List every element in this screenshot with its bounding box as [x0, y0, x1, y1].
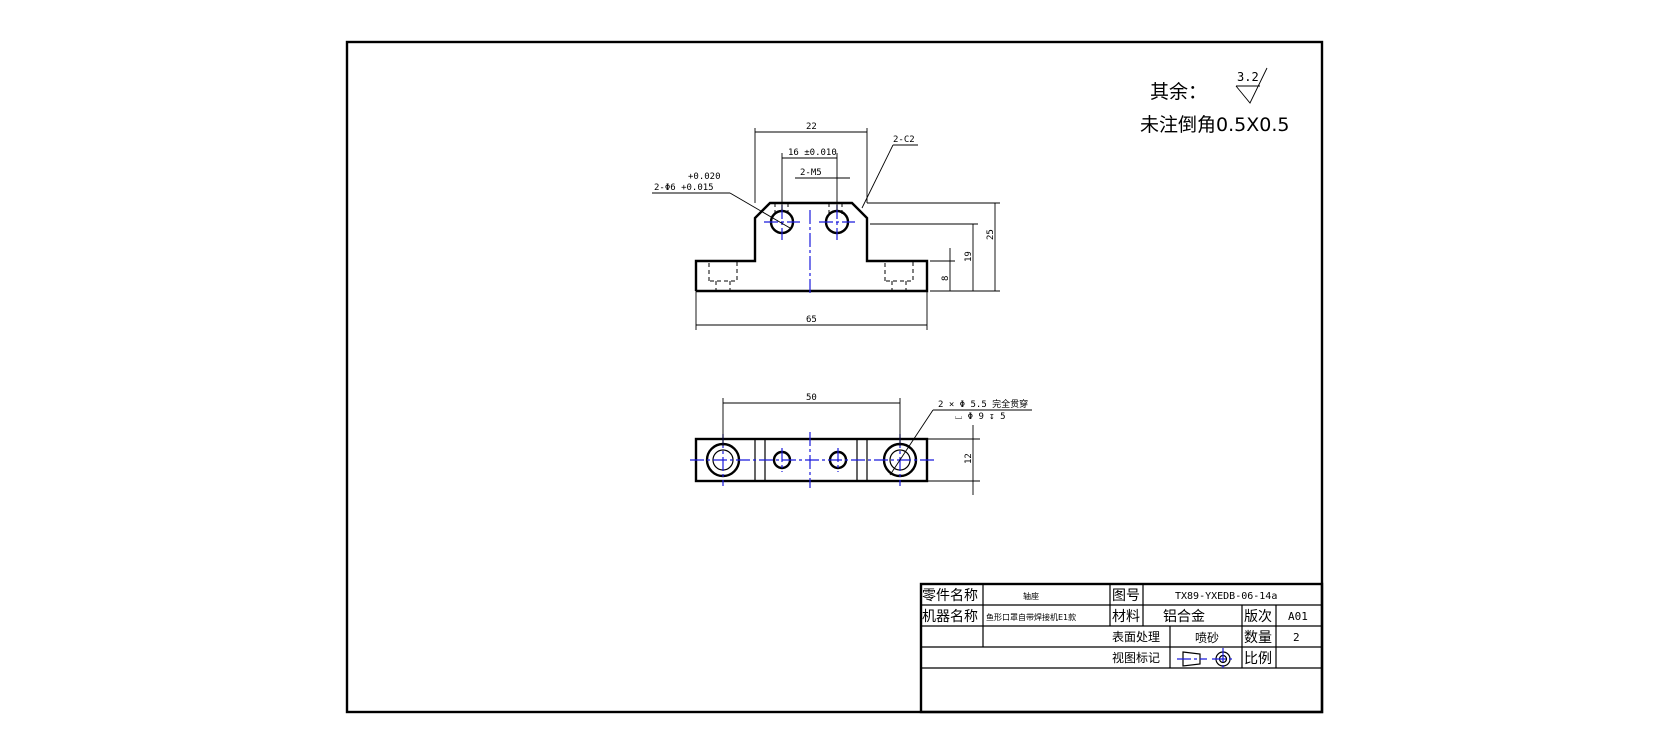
tb-revision: A01 — [1288, 610, 1308, 623]
chamfer-note: 未注倒角0.5X0.5 — [1140, 114, 1289, 136]
tb-revision-label: 版次 — [1244, 609, 1272, 625]
tb-drawing-no-label: 图号 — [1112, 588, 1140, 604]
dim-thread: 2-M5 — [800, 168, 822, 178]
notes-block: 其余： 3.2 未注倒角0.5X0.5 — [1140, 67, 1289, 136]
dim-height-base: 8 — [941, 276, 951, 281]
dim-width-top: 22 — [806, 122, 817, 132]
front-view: 22 16 ±0.010 2-M5 2-C2 +0.020 2-Φ6 +0.01… — [652, 122, 1000, 330]
sheet-border — [345, 40, 1324, 714]
hidden-counterbore-left — [708, 260, 738, 282]
tb-drawing-no: TX89-YXEDB-06-14a — [1175, 591, 1277, 602]
tb-machine-name-label: 机器名称 — [922, 609, 978, 625]
dim-bore-label: 2-Φ6 +0.015 — [654, 183, 714, 193]
tb-material-label: 材料 — [1112, 609, 1140, 625]
dim-bore-tolerance-upper: +0.020 — [688, 172, 721, 182]
tb-quantity-label: 数量 — [1244, 630, 1272, 646]
tb-surface: 喷砂 — [1195, 631, 1219, 645]
dim-chamfer: 2-C2 — [893, 135, 915, 145]
dim-height-hole: 19 — [964, 251, 974, 262]
dim-width-base: 65 — [806, 315, 817, 325]
roughness-symbol-icon — [1235, 67, 1268, 104]
dim-counterbore-line1: 2 × Φ 5.5 完全贯穿 — [938, 398, 1028, 410]
dim-height-total: 25 — [986, 229, 996, 240]
dim-hole-spacing: 16 ±0.010 — [788, 148, 837, 158]
roughness-value: 3.2 — [1237, 70, 1259, 84]
dim-hole-pitch: 50 — [806, 393, 817, 403]
top-view: 50 2 × Φ 5.5 完全贯穿 ⌴ Φ 9 ↧ 5 12 — [690, 393, 1032, 495]
tb-view-mark-label: 视图标记 — [1112, 650, 1160, 665]
tb-quantity: 2 — [1293, 631, 1300, 644]
tb-material: 铝合金 — [1163, 609, 1205, 625]
tb-part-name: 轴座 — [1023, 591, 1039, 601]
projection-symbol-icon — [1177, 648, 1234, 670]
dim-counterbore-line2: ⌴ Φ 9 ↧ 5 — [955, 412, 1006, 422]
tb-part-name-label: 零件名称 — [922, 588, 978, 604]
tb-scale-label: 比例 — [1244, 651, 1272, 667]
tb-surface-label: 表面处理 — [1112, 630, 1160, 644]
title-block: 零件名称 轴座 图号 TX89-YXEDB-06-14a 机器名称 鱼形口罩自带… — [919, 582, 1324, 714]
tb-machine-name: 鱼形口罩自带焊接机E1款 — [986, 612, 1076, 622]
front-view-outline — [694, 201, 929, 293]
hidden-counterbore-right — [884, 260, 914, 282]
dim-depth: 12 — [964, 453, 974, 464]
roughness-note-label: 其余： — [1150, 81, 1207, 103]
